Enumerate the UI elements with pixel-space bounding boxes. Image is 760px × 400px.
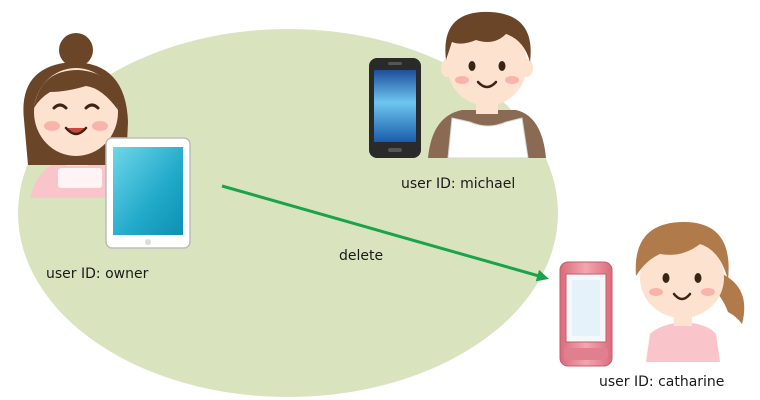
man-with-apron-icon: [428, 11, 546, 159]
owner-user-id-label: user ID: owner: [46, 266, 149, 282]
tablet-icon: [105, 137, 191, 249]
woman-with-bun-icon: [23, 33, 128, 198]
delete-action-label: delete: [339, 248, 384, 264]
michael-person: [369, 11, 546, 159]
michael-user-id-label: user ID: michael: [401, 176, 516, 192]
girl-with-ponytail-icon: [635, 222, 745, 362]
flip-phone-icon: [559, 261, 613, 367]
group-area: [18, 29, 558, 397]
owner-person: [23, 33, 191, 249]
smartphone-icon: [369, 58, 421, 158]
catharine-user-id-label: user ID: catharine: [599, 374, 725, 390]
delete-arrow: [221, 184, 549, 282]
catharine-person: [559, 222, 745, 367]
